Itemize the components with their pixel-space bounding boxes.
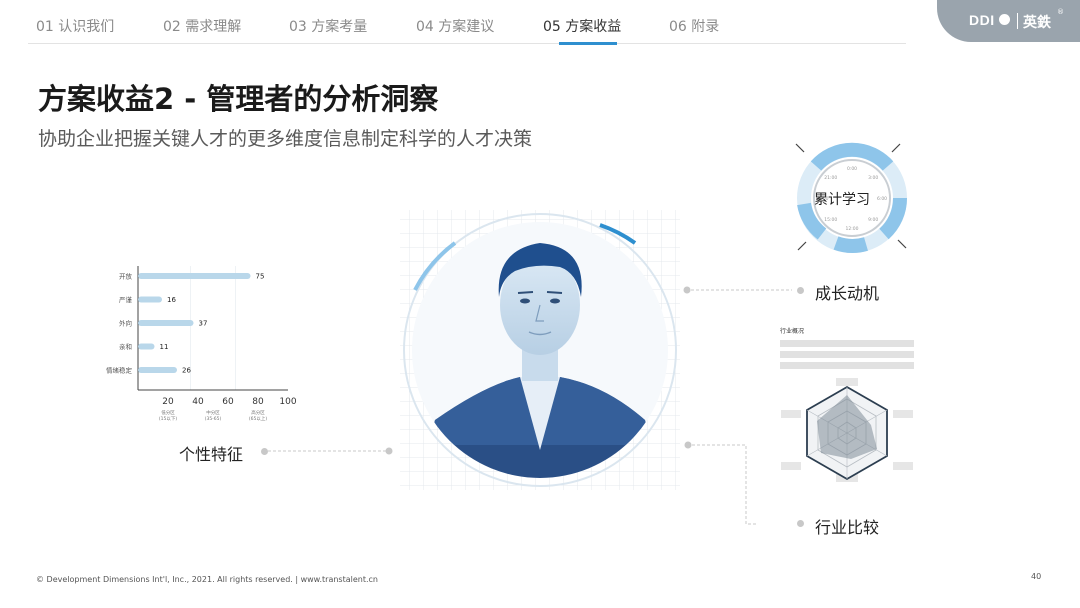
page-number: 40 [1031, 572, 1042, 581]
industry-label: 行业比较 [815, 518, 880, 537]
bar-category-label: 开放 [119, 272, 133, 281]
learning-label: 累计学习 [814, 192, 870, 208]
tab-considerations[interactable]: 03 方案考量 [289, 19, 368, 35]
x-tick-label: 20 [162, 397, 174, 407]
clock-segment-bottom [833, 236, 868, 253]
band-label: 高分区 [251, 409, 265, 416]
nav-active-indicator [559, 42, 617, 45]
overview-bar-1 [780, 340, 914, 347]
tab-benefits[interactable]: 05 方案收益 [543, 19, 622, 35]
logo-mark-icon [999, 14, 1010, 25]
personality-bar-chart: 开放 75 严谨 16 外向 37 亲和 11 情绪稳定 26 20 40 60 80 100 低分区(1… [106, 266, 297, 422]
clock-tick-label: 6:00 [877, 196, 887, 202]
band-label: (65以上) [249, 415, 267, 422]
personality-label: 个性特征 [179, 445, 244, 464]
bar [138, 296, 162, 303]
overview-bar-3 [780, 362, 914, 369]
bar [138, 367, 177, 373]
band-label: 中分区 [206, 409, 220, 416]
industry-connector-line [684, 441, 758, 525]
logo-registered-mark: ® [1057, 8, 1064, 16]
clock-segment-top [810, 142, 894, 171]
logo-separator [1017, 13, 1018, 29]
band-label: (35-65) [205, 416, 222, 422]
bar-category-label: 外向 [119, 319, 132, 328]
x-tick-label: 40 [192, 397, 204, 407]
x-tick-label: 100 [279, 397, 296, 407]
industry-radar-card [780, 340, 914, 482]
bar [138, 343, 155, 350]
industry-connector-dot [797, 520, 804, 527]
portrait-graphic [400, 210, 680, 490]
footer-copyright: © Development Dimensions Int'l, Inc., 20… [36, 575, 378, 584]
band-label: (15以下) [159, 416, 177, 422]
tab-appendix[interactable]: 06 附录 [669, 19, 720, 35]
bar [138, 273, 251, 279]
growth-connector-line [683, 286, 792, 294]
clock-segment-right [879, 197, 908, 240]
industry-overview-title: 行业概况 [780, 328, 805, 335]
radar-chart [806, 385, 888, 481]
chart-band-lines [190, 266, 236, 390]
clock-face [813, 159, 891, 237]
page-subtitle: 协助企业把握关键人才的更多维度信息制定科学的人才决策 [38, 128, 533, 150]
personality-connector-line [268, 447, 393, 455]
clock-tick-label: 9:00 [868, 217, 878, 223]
bar-value-label: 16 [167, 296, 176, 304]
learning-clock-graphic: 0:00 3:00 6:00 9:00 12:00 15:00 18:00 21:00 [795, 142, 908, 253]
bar-category-label: 情绪稳定 [106, 366, 133, 375]
logo-ddi-text: DDI [969, 12, 995, 28]
bar-value-label: 37 [199, 320, 208, 328]
bar-value-label: 26 [182, 367, 191, 375]
overview-bar-2 [780, 351, 914, 358]
clock-tick-label: 21:00 [824, 175, 837, 181]
bar-value-label: 11 [160, 343, 169, 351]
brand-logo: DDI 英鉄 ® [937, 0, 1080, 42]
growth-label: 成长动机 [815, 284, 880, 303]
band-label: 低分区 [161, 409, 175, 416]
clock-tick-label: 12:00 [846, 226, 859, 232]
bar-value-label: 75 [256, 273, 265, 281]
logo-brand-text: 英鉄 [1023, 15, 1051, 31]
clock-tick-label: 0:00 [847, 166, 857, 172]
clock-spokes [795, 143, 907, 251]
tab-proposal[interactable]: 04 方案建议 [416, 19, 495, 35]
bar [138, 320, 194, 326]
tab-needs[interactable]: 02 需求理解 [163, 19, 242, 35]
bar-category-label: 严谨 [119, 295, 133, 304]
clock-segment-left [797, 202, 827, 240]
outer-ring [403, 213, 677, 487]
personality-connector-dot [261, 448, 268, 455]
ring-accent-right [599, 223, 637, 245]
ring-accent-left [413, 241, 457, 291]
bar-category-label: 亲和 [119, 342, 132, 351]
clock-tick-label: 15:00 [824, 217, 837, 223]
tab-about[interactable]: 01 认识我们 [36, 19, 115, 35]
clock-tick-label: 3:00 [868, 175, 878, 181]
clock-tick-label: 18:00 [816, 196, 829, 202]
growth-connector-dot [797, 287, 804, 294]
nav-divider [28, 43, 906, 44]
page-title: 方案收益2 - 管理者的分析洞察 [38, 82, 439, 116]
radar-series-area [817, 395, 877, 459]
x-tick-label: 80 [252, 397, 264, 407]
x-tick-label: 60 [222, 397, 234, 407]
